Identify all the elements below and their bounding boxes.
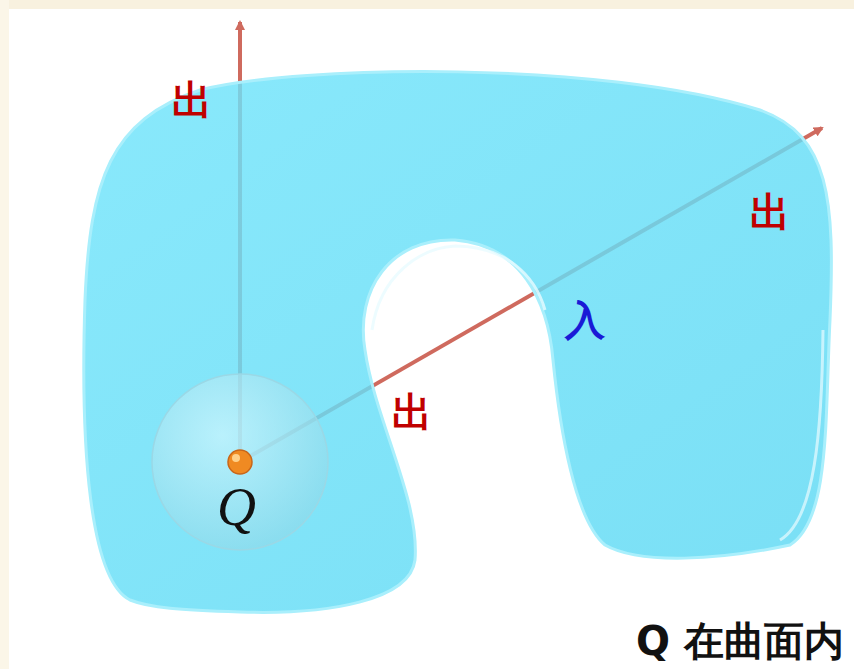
figure-caption: Q 在曲面内 bbox=[636, 621, 844, 661]
flux-out-label: 出 bbox=[750, 192, 790, 232]
surface-highlight bbox=[780, 330, 823, 540]
closed-surface bbox=[84, 72, 832, 613]
frame-strip bbox=[0, 0, 9, 669]
frame-strip bbox=[0, 0, 854, 9]
gaussian-sphere-shape bbox=[152, 374, 328, 550]
flux-in-label: 入 bbox=[565, 300, 605, 340]
point-charge bbox=[228, 450, 252, 474]
flux-out-label: 出 bbox=[172, 80, 212, 120]
gaussian-sphere: Q bbox=[150, 372, 330, 552]
charge-symbol: Q bbox=[217, 480, 256, 534]
surface-highlight bbox=[372, 246, 545, 330]
flux-out-label: 出 bbox=[392, 392, 432, 432]
charge-highlight bbox=[232, 454, 240, 462]
